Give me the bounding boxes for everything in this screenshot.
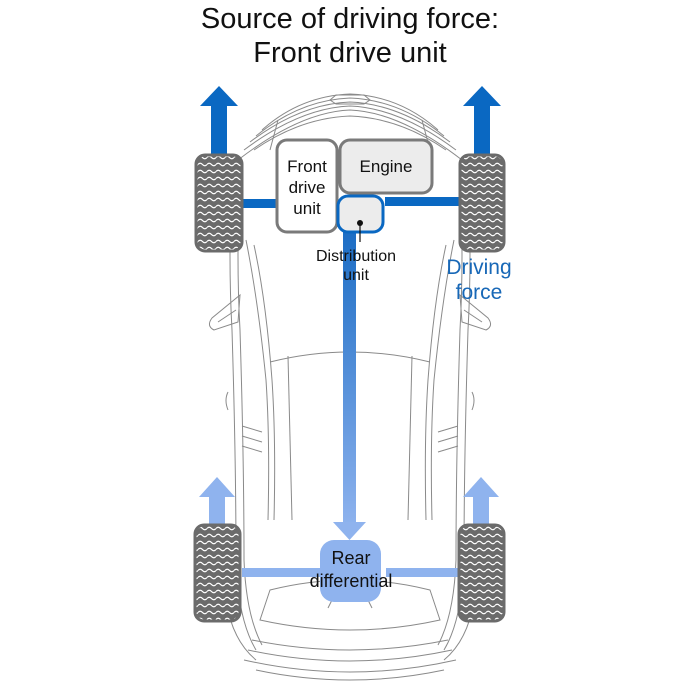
front-left-axle	[242, 199, 278, 208]
title-line-2: Front drive unit	[253, 37, 447, 69]
diagram-title: Source of driving force: Front drive uni…	[0, 2, 700, 70]
rear-shaft-arrowhead-icon	[333, 522, 366, 540]
distribution-unit-label-1: Distribution	[316, 248, 396, 265]
driving-force-label-2: force	[456, 281, 503, 304]
front-right-tire	[458, 153, 506, 253]
car-outline	[208, 93, 492, 681]
title-line-1: Source of driving force:	[200, 3, 500, 35]
engine-label: Engine	[360, 157, 413, 176]
front-drive-unit-label-1: Front	[287, 157, 327, 176]
rear-right-force-arrow-icon	[463, 477, 499, 526]
front-left-tire	[194, 153, 244, 253]
rear-left-force-arrow-icon	[199, 477, 235, 526]
rear-differential-label-2: differential	[310, 571, 393, 591]
front-right-force-arrow-icon	[463, 86, 501, 160]
rear-differential-box	[320, 540, 381, 602]
rear-left-tire	[193, 523, 242, 623]
rear-left-axle	[242, 568, 320, 577]
front-drive-unit-box	[275, 138, 339, 234]
rear-differential-label-1: Rear	[331, 548, 370, 568]
propeller-shaft	[343, 228, 356, 528]
front-drive-unit-label-3: unit	[293, 199, 321, 218]
engine-box	[338, 138, 434, 195]
distribution-unit-label-2: unit	[343, 267, 369, 284]
rear-right-tire	[457, 523, 506, 623]
front-right-axle	[385, 197, 459, 206]
front-drive-unit-label-2: drive	[289, 178, 326, 197]
rear-right-axle	[386, 568, 460, 577]
driving-force-label-1: Driving	[446, 256, 511, 279]
front-left-force-arrow-icon	[200, 86, 238, 160]
